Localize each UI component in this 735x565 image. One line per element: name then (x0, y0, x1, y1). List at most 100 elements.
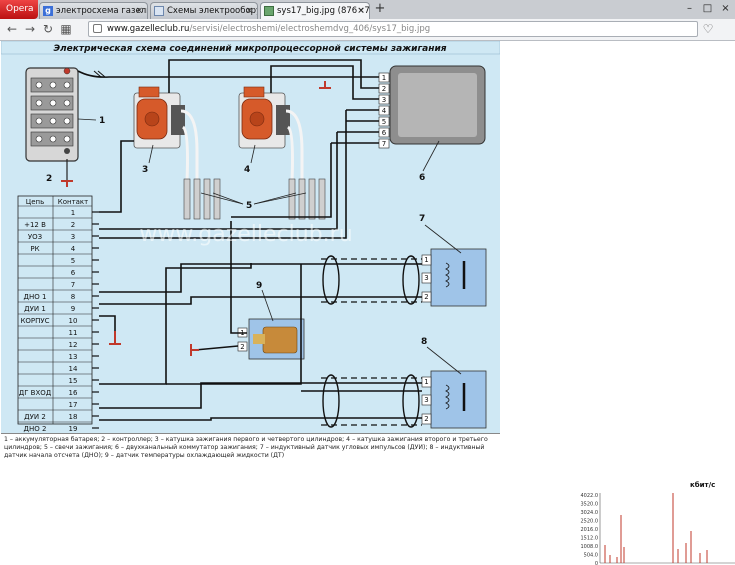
image-icon (264, 6, 274, 16)
label-2: 2 (46, 174, 52, 184)
tab-image[interactable]: sys17_big.jpg (876×719) × (260, 2, 370, 19)
table-cell-contact: 4 (71, 245, 76, 253)
table-cell-contact: 6 (71, 269, 76, 277)
dui-sensor (421, 248, 487, 307)
address-bar[interactable]: www.gazelleclub.ru/servisi/electroshemi/… (88, 21, 698, 37)
speed-dial-icon[interactable]: ▦ (60, 22, 72, 36)
forward-arrow-icon[interactable]: → (24, 22, 36, 36)
commutator-pin-label: 7 (382, 140, 386, 148)
table-cell-circuit: УОЗ (28, 233, 43, 241)
document-icon (154, 6, 164, 16)
sensor8-pin-label: 2 (424, 415, 428, 423)
page-info-icon[interactable] (93, 24, 102, 33)
table-cell-contact: 10 (69, 317, 78, 325)
temperature-sensor (237, 318, 305, 360)
table-cell-contact: 2 (71, 221, 75, 229)
reload-icon[interactable]: ↻ (42, 22, 54, 36)
graph-unit-label: кбит/с (690, 481, 715, 489)
graph-spikes (604, 493, 708, 563)
tab-google-search[interactable]: g электросхема газель - П × (39, 2, 148, 19)
sensor9-pin-label: 2 (240, 343, 244, 351)
back-arrow-icon[interactable]: ← (6, 22, 18, 36)
table-cell-contact: 8 (71, 293, 75, 301)
sensor7-pin-label: 1 (424, 256, 428, 264)
ignition-commutator (389, 65, 486, 145)
page-viewport: Электрическая схема соединений микропроц… (0, 41, 735, 565)
label-9: 9 (256, 281, 262, 291)
close-tab-icon[interactable]: × (357, 6, 365, 16)
commutator-pin-label: 6 (382, 129, 387, 137)
sensor-wiring (99, 221, 422, 421)
table-cell-circuit: ДНО 2 (24, 425, 47, 433)
tab-label: Схемы электрооборудов (167, 6, 257, 16)
tab-label: электросхема газель - П (56, 6, 147, 16)
sensor7-pin-label: 2 (424, 293, 428, 301)
table-cell-circuit: ДУИ 2 (24, 413, 46, 421)
sensor8-pin-label: 1 (424, 378, 428, 386)
table-cell-contact: 13 (69, 353, 78, 361)
tab-label: sys17_big.jpg (876×719) (277, 6, 370, 16)
table-cell-contact: 16 (69, 389, 78, 397)
label-7: 7 (419, 214, 425, 224)
graph-y-tick-label: 504.0 (584, 553, 598, 559)
new-tab-button[interactable]: + (374, 1, 386, 16)
table-cell-contact: 12 (69, 341, 78, 349)
graph-y-tick-label: 3520.0 (581, 502, 599, 508)
table-cell-circuit: КОРПУС (20, 317, 49, 325)
bandwidth-graph-thumbnail: кбит/с 4022.03520.03024.02520.02016.0151… (560, 475, 735, 565)
close-window-icon[interactable]: × (721, 3, 730, 14)
commutator-pins (378, 72, 390, 149)
bookmark-heart-icon[interactable]: ♡ (702, 22, 714, 36)
address-path: /servisi/electroshemi/electroshemdvg_406… (189, 24, 431, 34)
maximize-icon[interactable]: □ (702, 3, 713, 14)
table-cell-circuit: РК (30, 245, 39, 253)
table-cell-circuit: ДУИ 1 (24, 305, 46, 313)
graph-y-tick-label: 3024.0 (581, 510, 599, 516)
wiring-diagram-image: Электрическая схема соединений микропроц… (1, 41, 500, 450)
table-cell-contact: 14 (69, 365, 78, 373)
label-6: 6 (419, 173, 425, 183)
navigation-toolbar: ← → ↻ ▦ www.gazelleclub.ru/servisi/elect… (0, 19, 735, 41)
table-cell-circuit: +12 В (24, 221, 46, 229)
label-5: 5 (246, 201, 252, 211)
table-cell-contact: 3 (71, 233, 75, 241)
graph-y-tick-label: 4022.0 (581, 493, 599, 499)
commutator-pin-label: 4 (382, 107, 387, 115)
commutator-pin-label: 1 (382, 74, 386, 82)
table-cell-contact: 18 (69, 413, 78, 421)
label-3: 3 (142, 165, 148, 175)
ignition-coil-3 (133, 86, 185, 149)
tab-schemes[interactable]: Схемы электрооборудов × (150, 2, 258, 19)
table-cell-contact: 1 (71, 209, 75, 217)
diagram-caption: 1 – аккумуляторная батарея; 2 – контролл… (1, 433, 500, 459)
spark-plugs (183, 178, 326, 220)
label-8: 8 (421, 337, 427, 347)
diagram-title: Электрическая схема соединений микропроц… (53, 44, 446, 54)
address-host: www.gazelleclub.ru (107, 24, 190, 34)
table-cell-contact: 15 (69, 377, 78, 385)
minimize-icon[interactable]: – (687, 3, 692, 14)
google-icon: g (43, 6, 53, 16)
label-1: 1 (99, 116, 105, 126)
table-cell-contact: 19 (69, 425, 78, 433)
ht-leads (180, 109, 304, 182)
table-cell-contact: 9 (71, 305, 75, 313)
battery (25, 67, 79, 162)
graph-y-tick-label: 2520.0 (581, 519, 599, 525)
commutator-pin-label: 3 (382, 96, 386, 104)
table-cell-contact: 17 (69, 401, 78, 409)
ignition-coil-4 (238, 86, 290, 149)
close-tab-icon[interactable]: × (135, 6, 143, 16)
opera-menu-button[interactable]: Opera (0, 0, 38, 19)
label-4: 4 (244, 165, 250, 175)
table-header-circuit: Цепь (26, 198, 44, 206)
watermark-text: www.gazelleclub.ru (139, 222, 352, 247)
dno-sensor (421, 370, 487, 429)
sensor8-pin-label: 3 (424, 396, 428, 404)
shield-lines (321, 258, 422, 426)
commutator-pin-label: 5 (382, 118, 386, 126)
close-tab-icon[interactable]: × (245, 6, 253, 16)
commutator-wiring (77, 59, 379, 239)
